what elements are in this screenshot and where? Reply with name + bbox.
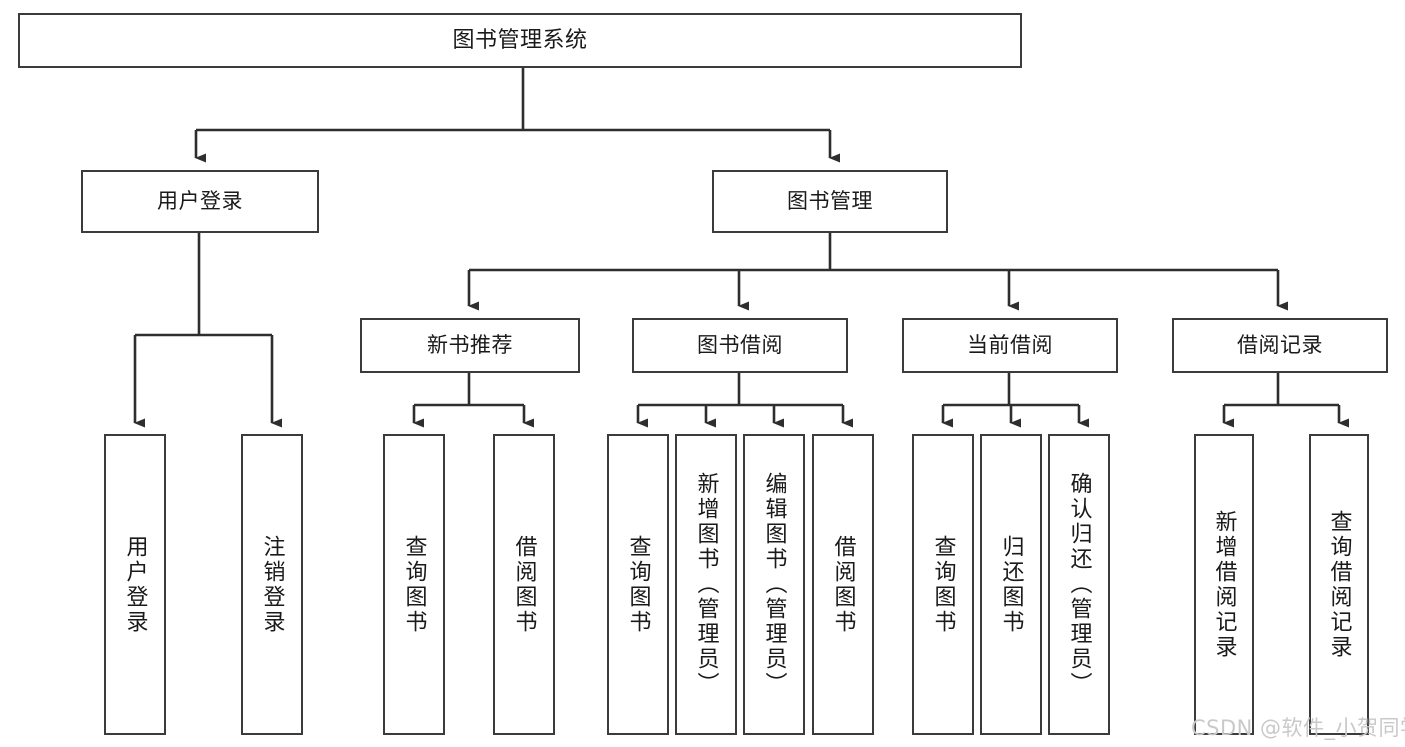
leaf-borrow-book-recommend[interactable]: 借阅图书 <box>493 434 555 735</box>
node-label: 用户登录 <box>157 189 243 214</box>
node-label: 查询图书 <box>930 534 956 635</box>
node-label: 借阅图书 <box>830 534 856 635</box>
leaf-add-book-admin[interactable]: 新增图书（管理员） <box>675 434 737 735</box>
node-label: 当前借阅 <box>967 333 1053 358</box>
node-label: 图书借阅 <box>697 333 783 358</box>
leaf-query-borrow-record[interactable]: 查询借阅记录 <box>1309 434 1369 735</box>
node-label: 查询借阅记录 <box>1326 509 1352 660</box>
node-user-login[interactable]: 用户登录 <box>81 170 319 233</box>
node-label: 查询图书 <box>625 534 651 635</box>
node-label: 新增借阅记录 <box>1211 509 1237 660</box>
node-label: 借阅图书 <box>511 534 537 635</box>
node-book-borrow[interactable]: 图书借阅 <box>632 318 848 373</box>
leaf-query-book-recommend[interactable]: 查询图书 <box>383 434 445 735</box>
node-label: 查询图书 <box>401 534 427 635</box>
node-label: 确认归还（管理员） <box>1066 472 1092 697</box>
leaf-return-book[interactable]: 归还图书 <box>980 434 1042 735</box>
node-root-system[interactable]: 图书管理系统 <box>18 13 1022 68</box>
leaf-query-book-borrow[interactable]: 查询图书 <box>607 434 669 735</box>
leaf-user-login[interactable]: 用户登录 <box>104 434 166 735</box>
node-label: 借阅记录 <box>1237 333 1323 358</box>
node-label: 图书管理系统 <box>452 27 588 53</box>
node-label: 编辑图书（管理员） <box>761 472 787 697</box>
leaf-user-logout[interactable]: 注销登录 <box>241 434 303 735</box>
leaf-confirm-return-admin[interactable]: 确认归还（管理员） <box>1048 434 1110 735</box>
node-label: 新增图书（管理员） <box>693 472 719 697</box>
leaf-add-borrow-record[interactable]: 新增借阅记录 <box>1194 434 1254 735</box>
node-borrow-record[interactable]: 借阅记录 <box>1172 318 1388 373</box>
node-current-borrow[interactable]: 当前借阅 <box>902 318 1118 373</box>
leaf-query-book-current[interactable]: 查询图书 <box>912 434 974 735</box>
node-book-management[interactable]: 图书管理 <box>712 170 948 233</box>
node-label: 图书管理 <box>787 189 873 214</box>
csdn-watermark: CSDN @软件_小贺同学 <box>1191 716 1405 740</box>
leaf-edit-book-admin[interactable]: 编辑图书（管理员） <box>743 434 805 735</box>
leaf-borrow-book-borrow[interactable]: 借阅图书 <box>812 434 874 735</box>
node-label: 注销登录 <box>259 534 285 635</box>
node-new-book-recommend[interactable]: 新书推荐 <box>360 318 580 373</box>
node-label: 用户登录 <box>122 534 148 635</box>
node-label: 新书推荐 <box>427 333 513 358</box>
node-label: 归还图书 <box>998 534 1024 635</box>
